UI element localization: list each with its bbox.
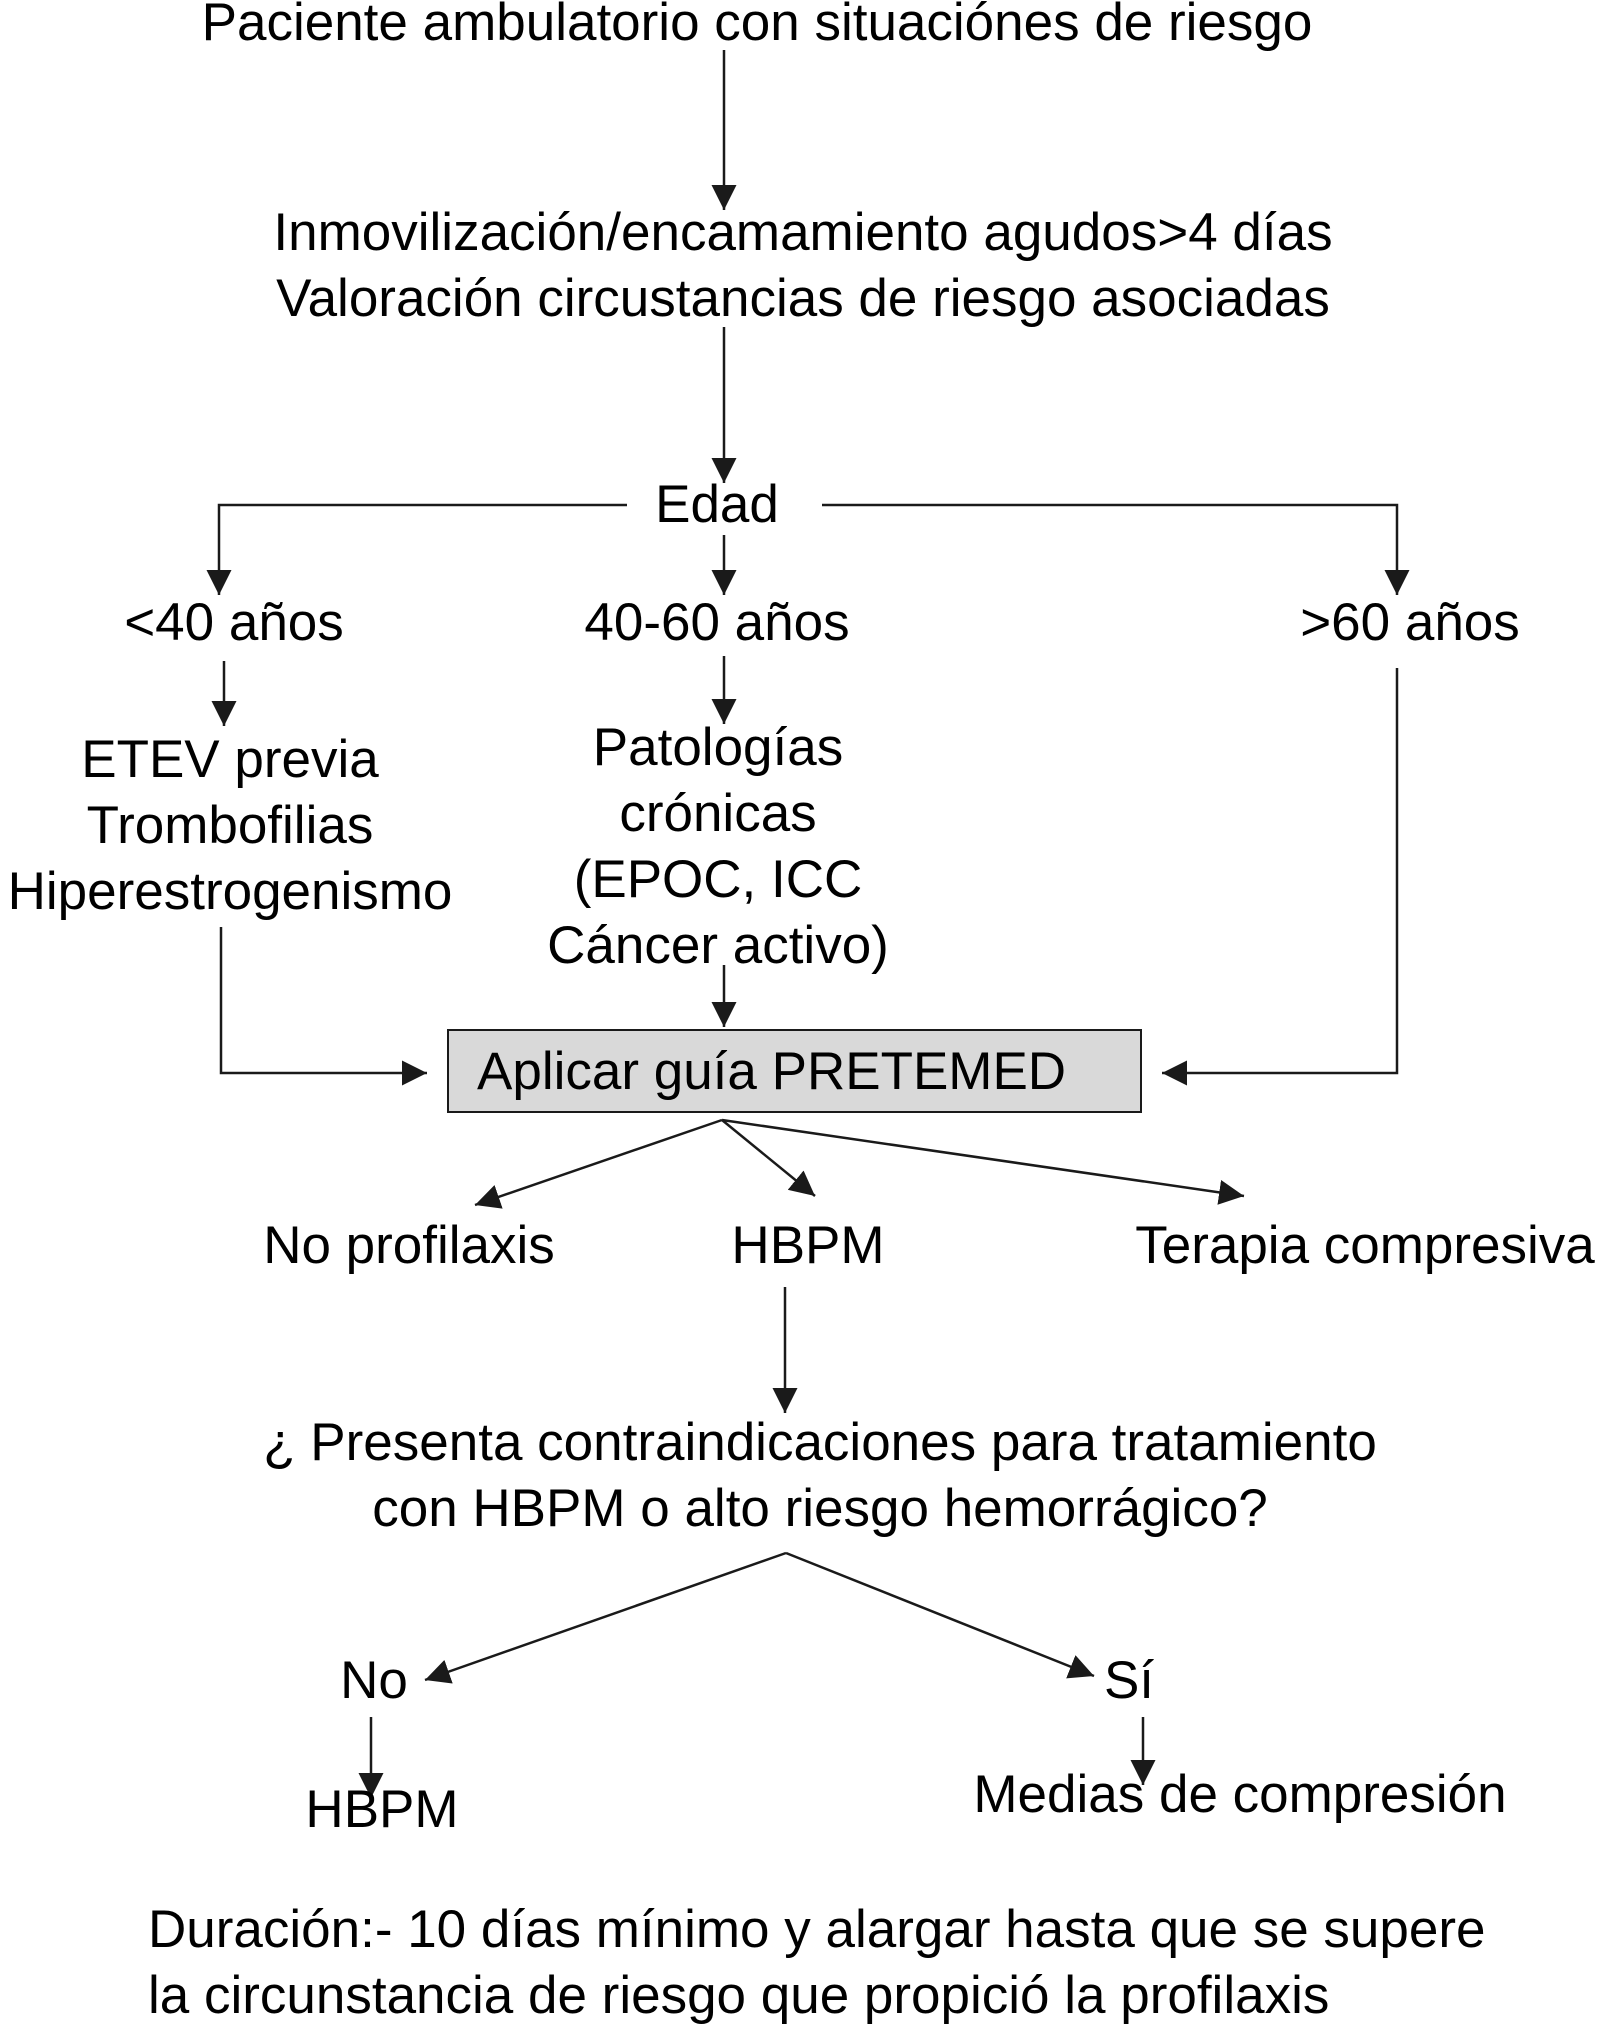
node-hbpm: HBPM xyxy=(731,1216,885,1275)
node-guide-label: Aplicar guía PRETEMED xyxy=(477,1042,1067,1101)
node-age: Edad xyxy=(655,475,779,534)
node-immobilization-line-1: Inmovilización/encamamiento agudos>4 día… xyxy=(273,203,1333,262)
node-compression-therapy: Terapia compresiva xyxy=(1135,1216,1595,1275)
risk-lt40-line-2: Trombofilias xyxy=(86,796,374,855)
node-age-40-60: 40-60 años xyxy=(584,593,850,652)
node-risks-40-60: Patologías crónicas (EPOC, ICC Cáncer ac… xyxy=(547,715,889,979)
node-answer-yes: Sí xyxy=(1103,1651,1155,1710)
risk-lt40-line-1: ETEV previa xyxy=(81,730,379,789)
node-age-gt60: >60 años xyxy=(1300,593,1520,652)
node-no-prophylaxis: No profilaxis xyxy=(263,1216,555,1275)
arrow-guide-to-hbpm xyxy=(721,1119,816,1197)
node-guide-box: Aplicar guía PRETEMED xyxy=(447,1029,1142,1113)
node-immobilization-line-2: Valoración circustancias de riesgo asoci… xyxy=(276,269,1330,328)
arrow-risks-lt40-to-guide xyxy=(219,927,427,1086)
footer-line-1: Duración:- 10 días mínimo y alargar hast… xyxy=(148,1900,1486,1959)
risk-40-60-line-4: Cáncer activo) xyxy=(547,916,889,975)
risk-40-60-line-3: (EPOC, ICC xyxy=(573,850,863,909)
node-immobilization: Inmovilización/encamamiento agudos>4 día… xyxy=(273,200,1332,332)
node-risks-lt40: ETEV previa Trombofilias Hiperestrogenis… xyxy=(8,727,453,925)
arrow-age-to-gt60 xyxy=(822,503,1410,595)
node-question-line-2: con HBPM o alto riesgo hemorrágico? xyxy=(372,1479,1268,1538)
node-answer-no: No xyxy=(340,1651,408,1710)
node-age-lt40: <40 años xyxy=(124,593,344,652)
arrow-guide-to-no-prophylaxis xyxy=(474,1118,723,1209)
node-patient: Paciente ambulatorio con situaciónes de … xyxy=(201,0,1313,52)
arrow-question-to-yes xyxy=(785,1551,1095,1679)
node-compression-stockings: Medias de compresión xyxy=(973,1765,1507,1824)
arrow-gt60-to-guide xyxy=(1162,668,1399,1086)
node-hbpm-final: HBPM xyxy=(305,1780,459,1839)
arrow-age-to-lt40 xyxy=(206,503,627,595)
footer-line-2: la circunstancia de riesgo que propició … xyxy=(148,1966,1330,2025)
node-question-line-1: ¿ Presenta contraindicaciones para trata… xyxy=(263,1413,1377,1472)
arrow-question-to-no xyxy=(424,1551,787,1684)
risk-lt40-line-3: Hiperestrogenismo xyxy=(7,862,453,921)
footer-duration-note: Duración:- 10 días mínimo y alargar hast… xyxy=(148,1897,1485,2029)
risk-40-60-line-2: crónicas xyxy=(619,784,817,843)
node-question: ¿ Presenta contraindicaciones para trata… xyxy=(263,1410,1377,1542)
arrow-guide-to-compression-therapy xyxy=(721,1118,1245,1205)
risk-40-60-line-1: Patologías xyxy=(592,718,844,777)
